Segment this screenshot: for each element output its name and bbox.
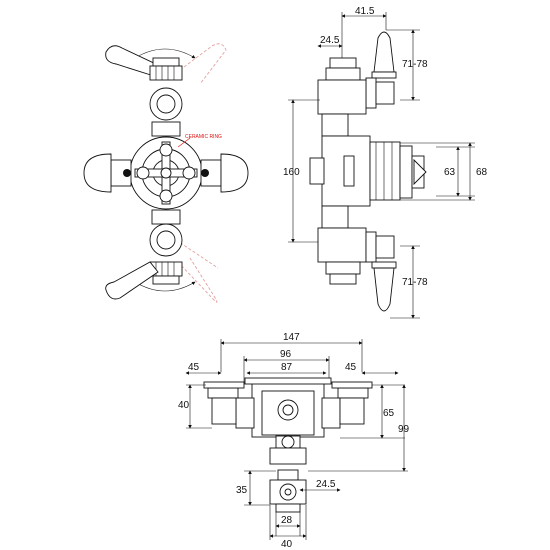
dim-63: 63 xyxy=(444,167,456,178)
dim-45-right: 45 xyxy=(345,362,357,373)
dim-35: 35 xyxy=(236,485,248,496)
dim-40-left: 40 xyxy=(178,400,190,411)
dim-71-78-bottom: 71-78 xyxy=(402,277,428,288)
dim-40-bottom: 40 xyxy=(281,539,293,550)
dim-65: 65 xyxy=(383,408,395,419)
dim-24-5-top: 24.5 xyxy=(316,479,336,490)
dim-160: 160 xyxy=(283,167,300,178)
dim-96: 96 xyxy=(280,349,292,360)
top-view: 147 96 45 87 45 xyxy=(178,332,410,550)
dim-45-left: 45 xyxy=(188,362,200,373)
dim-28: 28 xyxy=(281,515,293,526)
side-view: 41.5 24.5 71-78 63 xyxy=(283,6,488,319)
dim-87: 87 xyxy=(281,362,293,373)
dim-24-5-side: 24.5 xyxy=(320,35,340,46)
dim-71-78-top: 71-78 xyxy=(402,59,428,70)
front-view: CERAMIC RING xyxy=(83,43,249,303)
ceramic-ring-label: CERAMIC RING xyxy=(185,134,222,140)
dim-99: 99 xyxy=(398,424,410,435)
dim-41-5: 41.5 xyxy=(355,6,375,17)
dim-68: 68 xyxy=(476,167,488,178)
dim-147: 147 xyxy=(283,332,300,343)
